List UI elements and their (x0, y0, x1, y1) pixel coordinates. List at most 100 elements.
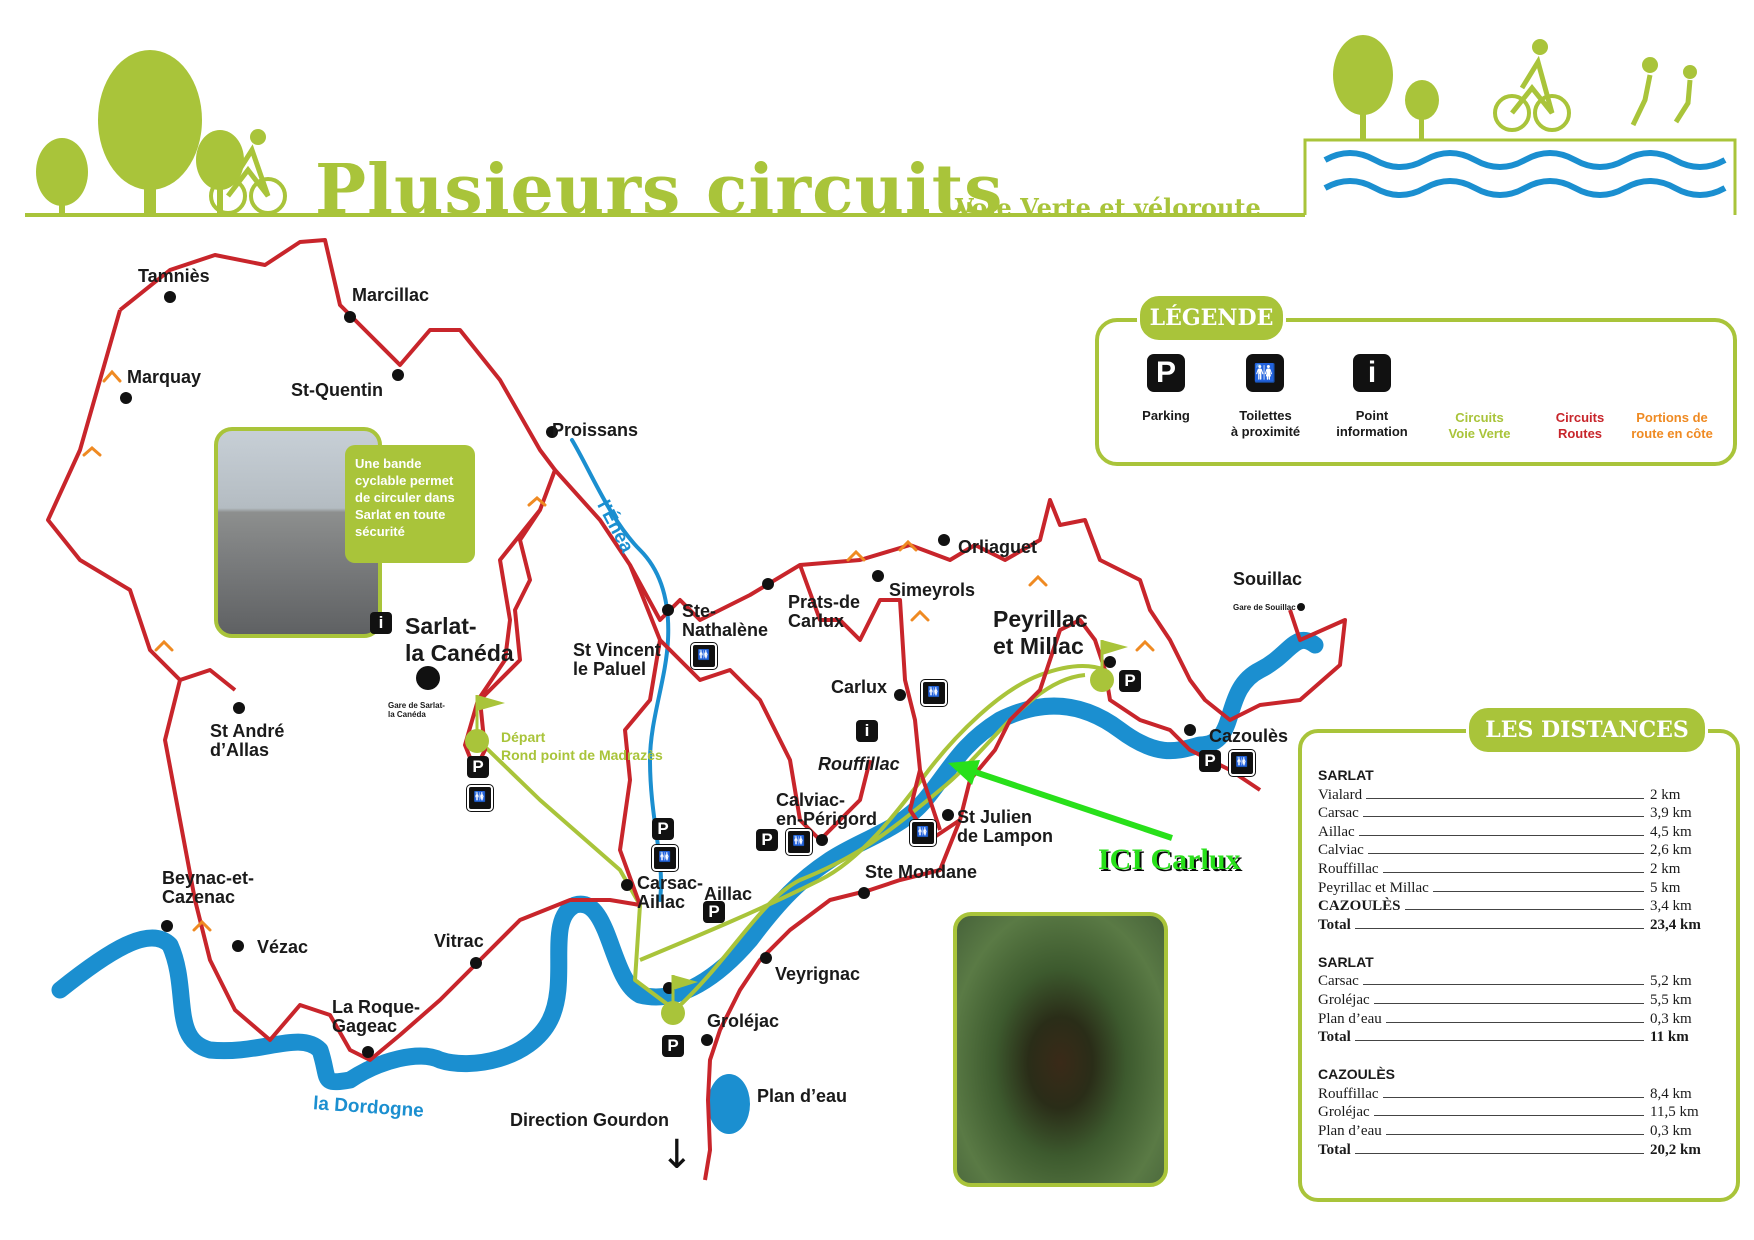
place-marquay: Marquay (127, 367, 202, 387)
page-title: Plusieurs circuits (315, 150, 1004, 230)
enea-river (570, 438, 671, 902)
place-veyrignac: Veyrignac (775, 964, 861, 984)
place-proissans: Proissans (552, 420, 639, 440)
toilets-icon: 🚻 (691, 643, 717, 669)
distance-name: Calviac (1318, 842, 1364, 859)
place-cazoules: Cazoulès (1209, 726, 1289, 746)
distance-row: Aillac 4,5 km (1318, 822, 1718, 841)
distance-name: Groléjac (1318, 991, 1370, 1008)
place-tamnies: Tamniès (138, 266, 210, 286)
toilets-icon: 🚻 (1246, 354, 1284, 392)
legend-item-slope: Portions de route en côte (1631, 410, 1713, 441)
distance-name: Aillac (1318, 823, 1355, 840)
rivers (51, 438, 1324, 1134)
distance-value: 2 km (1650, 860, 1681, 877)
distance-value: 4,5 km (1650, 823, 1692, 840)
distance-total-label: Total (1318, 916, 1351, 933)
place-ste-mondane: Ste Mondane (865, 862, 978, 882)
start-flags (465, 640, 1128, 1025)
place-vitrac: Vitrac (434, 931, 484, 951)
slope-markers (82, 369, 1155, 932)
place-grolejac: Groléjac (707, 1011, 780, 1031)
dotted-leader (1373, 1002, 1644, 1004)
dotted-leader (1385, 1133, 1644, 1135)
distance-name: Carsac (1318, 805, 1359, 822)
distance-row: Groléjac 5,5 km (1318, 990, 1718, 1009)
legend-item-routes: Circuits Routes (1555, 410, 1605, 441)
dotted-leader (1354, 1040, 1644, 1042)
dotted-leader (1367, 853, 1644, 855)
plan-eau-lake (708, 1074, 750, 1134)
distance-name: Plan d’eau (1318, 1010, 1382, 1027)
place-sarlat: Sarlat- la Canéda (405, 613, 514, 666)
distance-value: 0,3 km (1650, 1010, 1692, 1027)
dotted-leader (1362, 816, 1644, 818)
parking-icon: P (703, 901, 725, 923)
dotted-leader (1373, 1115, 1644, 1117)
place-plan-eau: Plan d’eau (757, 1086, 848, 1106)
header-waves (1323, 150, 1727, 198)
distance-total-value: 20,2 km (1650, 1141, 1701, 1158)
distance-name: Rouffillac (1318, 860, 1379, 877)
info-icon: i (1353, 354, 1391, 392)
parking-icon: P (467, 756, 489, 778)
distance-value: 0,3 km (1650, 1122, 1692, 1139)
distance-name: Peyrillac et Millac (1318, 879, 1429, 896)
ici-carlux-annotation: ICI Carlux (1098, 843, 1241, 876)
distance-value: 3,9 km (1650, 805, 1692, 822)
place-depart: Départ Rond point de Madrazès (501, 729, 663, 763)
toilets-icon: 🚻 (921, 680, 947, 706)
tunnel-photo (953, 912, 1168, 1187)
place-dots (120, 291, 1305, 1058)
place-vezac: Vézac (257, 937, 309, 957)
distance-value: 5 km (1650, 879, 1681, 896)
distance-total-row: Total 20,2 km (1318, 1140, 1718, 1159)
info-icon: i (370, 612, 392, 634)
distance-value: 8,4 km (1650, 1085, 1692, 1102)
place-direction-gourdon: Direction Gourdon (510, 1110, 669, 1130)
place-orliaguet: Orliaguet (958, 537, 1038, 557)
place-st-vincent: St Vincent le Paluel (573, 640, 661, 679)
toilets-icon: 🚻 (467, 785, 493, 811)
distances-panel (1298, 729, 1740, 1202)
place-aillac: Aillac (704, 884, 753, 904)
place-calviac: Calviac- en-Périgord (776, 790, 878, 829)
distance-name: Carsac (1318, 973, 1359, 990)
arrow-down-icon: ↓ (660, 1132, 694, 1178)
distance-name: Rouffillac (1318, 1085, 1379, 1102)
bike-lane-callout: Une bande cyclable permet de circuler da… (345, 445, 475, 563)
place-gare-souillac: Gare de Souillac (1233, 603, 1296, 612)
place-ste-nathalene: Ste- Nathalène (682, 601, 769, 640)
distance-group-title: CAZOULÈS (1318, 1066, 1395, 1083)
distance-value: 5,5 km (1650, 991, 1692, 1008)
info-icon: i (856, 720, 878, 742)
legend-item-voie-verte: Circuits Voie Verte (1448, 410, 1511, 441)
distance-row: Rouffillac 8,4 km (1318, 1084, 1718, 1103)
header-decoration (25, 35, 1737, 217)
dotted-leader (1432, 890, 1644, 892)
page-subtitle: Voie Verte et véloroute (955, 193, 1261, 222)
distance-total-label: Total (1318, 1141, 1351, 1158)
distance-row: Peyrillac et Millac 5 km (1318, 878, 1718, 897)
legend-title: LÉGENDE (1137, 293, 1286, 343)
toilets-icon: 🚻 (910, 820, 936, 846)
distance-name: Plan d’eau (1318, 1122, 1382, 1139)
dordogne-river (51, 631, 1324, 1091)
distance-name: Vialard (1318, 786, 1363, 803)
parking-icon: P (1119, 670, 1141, 692)
distances-title: LES DISTANCES (1466, 705, 1708, 755)
dotted-leader (1362, 984, 1644, 986)
parking-icon: P (652, 818, 674, 840)
distance-row: Plan d’eau 0,3 km (1318, 1009, 1718, 1028)
toilets-icon: 🚻 (652, 845, 678, 871)
dotted-leader (1354, 1152, 1644, 1154)
place-marcillac: Marcillac (352, 285, 430, 305)
parking-icon: P (1147, 354, 1185, 392)
